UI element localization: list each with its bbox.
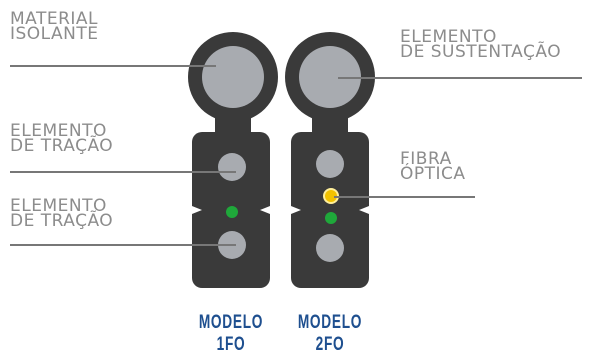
label-line: DE TRAÇÃO [10, 136, 114, 156]
caption-line: MODELO [297, 312, 363, 333]
cable-1fo-green-fiber [226, 206, 238, 218]
caption-line: 1FO [216, 334, 246, 355]
label-line: ELEMENTO [10, 121, 107, 141]
cable-2fo-support-element [299, 46, 361, 108]
label-line: DE TRAÇÃO [10, 211, 114, 231]
cable-2fo-notch-right [359, 206, 369, 214]
label-elemento-tracao-2: ELEMENTO DE TRAÇÃO [10, 196, 114, 231]
cable-2fo-yellow-fiber [325, 190, 337, 202]
label-fibra-optica: FIBRA ÓPTICA [400, 149, 466, 184]
label-elemento-sustentacao: ELEMENTO DE SUSTENTAÇÃO [400, 27, 562, 62]
cable-2fo-tension-element-bottom [316, 234, 344, 262]
cable-2fo-green-fiber [325, 212, 337, 224]
caption-modelo-1fo: MODELO 1FO [196, 312, 265, 356]
caption-modelo-2fo: MODELO 2FO [295, 312, 364, 356]
cable-2fo [285, 32, 375, 288]
cable-1fo-notch-right [260, 206, 270, 214]
leader-lines [10, 65, 582, 246]
label-line: MATERIAL [10, 9, 99, 29]
label-elemento-tracao-1: ELEMENTO DE TRAÇÃO [10, 121, 114, 156]
cable-2fo-tension-element-top [316, 150, 344, 178]
label-line: ELEMENTO [400, 27, 497, 47]
cable-1fo-support-element [202, 46, 264, 108]
caption-line: 2FO [315, 334, 345, 355]
cable-2fo-body [291, 132, 369, 288]
caption-line: MODELO [198, 312, 264, 333]
label-line: DE SUSTENTAÇÃO [400, 42, 562, 62]
label-line: ISOLANTE [10, 24, 99, 44]
cable-2fo-notch-left [291, 206, 301, 214]
cable-1fo-tension-element-top [218, 153, 246, 181]
label-line: FIBRA [400, 149, 452, 169]
label-material-isolante: MATERIAL ISOLANTE [10, 9, 99, 44]
label-line: ELEMENTO [10, 196, 107, 216]
cable-1fo [188, 32, 278, 288]
label-line: ÓPTICA [400, 164, 466, 184]
cable-1fo-notch-left [192, 206, 202, 214]
